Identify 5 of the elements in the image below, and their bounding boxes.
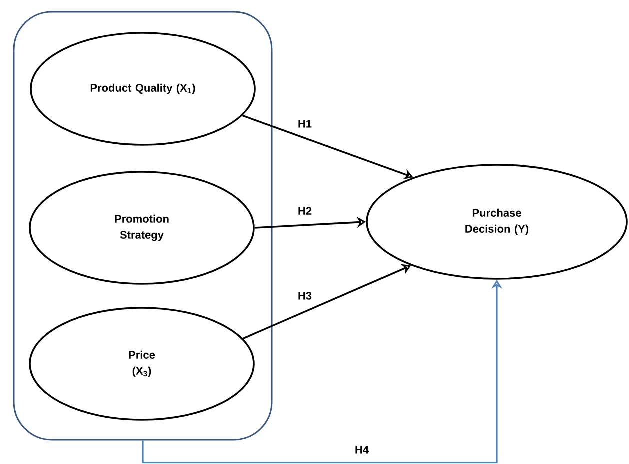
edge-label: H1 [296,119,314,129]
edge-label: H2 [296,206,314,216]
edge-label: H4 [354,445,370,455]
edge-label: H3 [296,291,314,301]
group-frame [13,11,273,441]
